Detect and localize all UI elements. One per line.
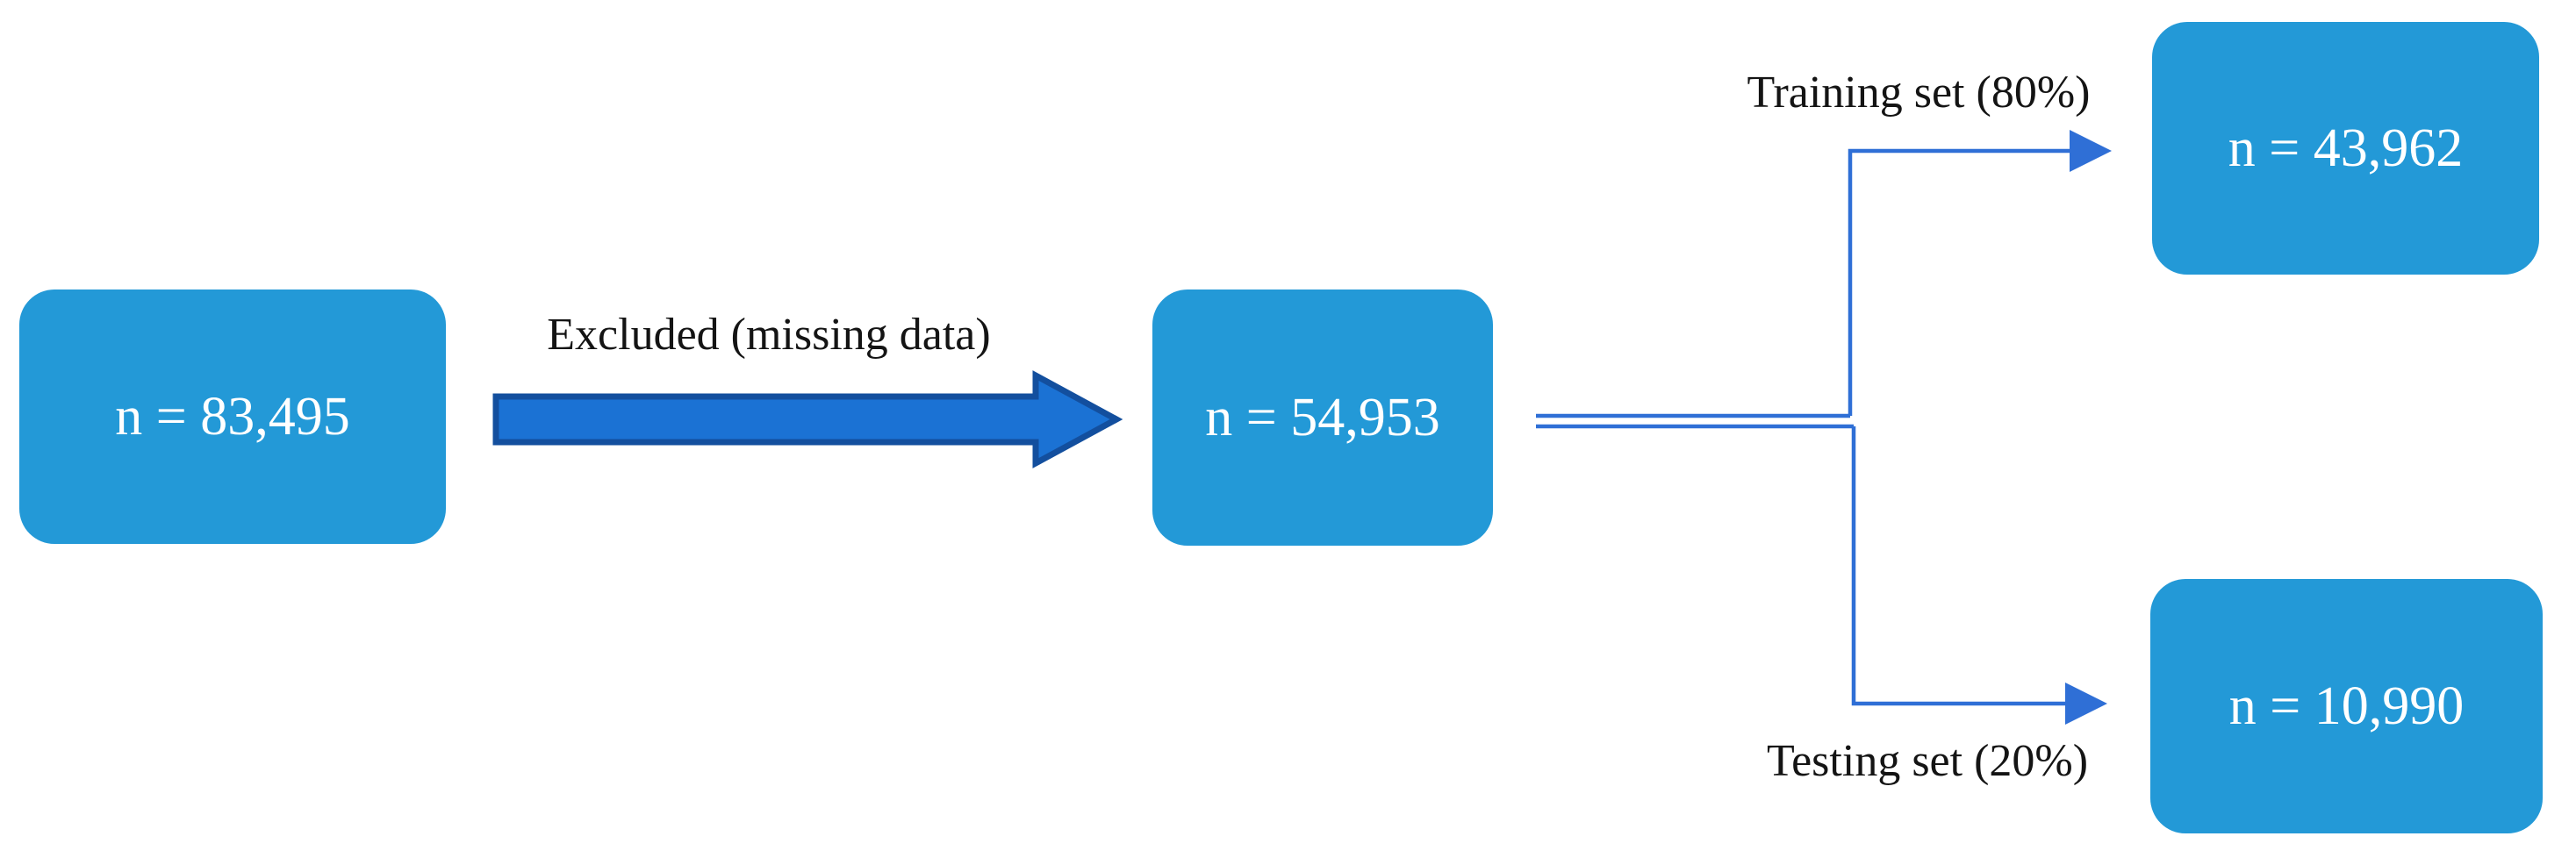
testing-connector [1851,426,2067,706]
node-training-set-label: n = 43,962 [2228,118,2464,178]
node-testing-set-label: n = 10,990 [2228,676,2465,736]
node-included-cohort: n = 54,953 [1152,290,1493,546]
node-training-set: n = 43,962 [2152,22,2539,275]
edge-label-testing-set: Testing set (20%) [1766,736,2089,786]
node-initial-cohort: n = 83,495 [19,290,446,544]
excluded-block-arrow [492,370,1123,468]
node-initial-cohort-label: n = 83,495 [115,386,350,447]
node-included-cohort-label: n = 54,953 [1205,387,1440,447]
node-testing-set: n = 10,990 [2150,579,2543,833]
edge-label-excluded: Excluded (missing data) [547,310,991,360]
edge-label-training-set: Training set (80%) [1747,68,2091,118]
training-connector [1848,148,2071,416]
training-arrowhead-icon [2070,130,2112,172]
testing-arrowhead-icon [2065,683,2107,725]
